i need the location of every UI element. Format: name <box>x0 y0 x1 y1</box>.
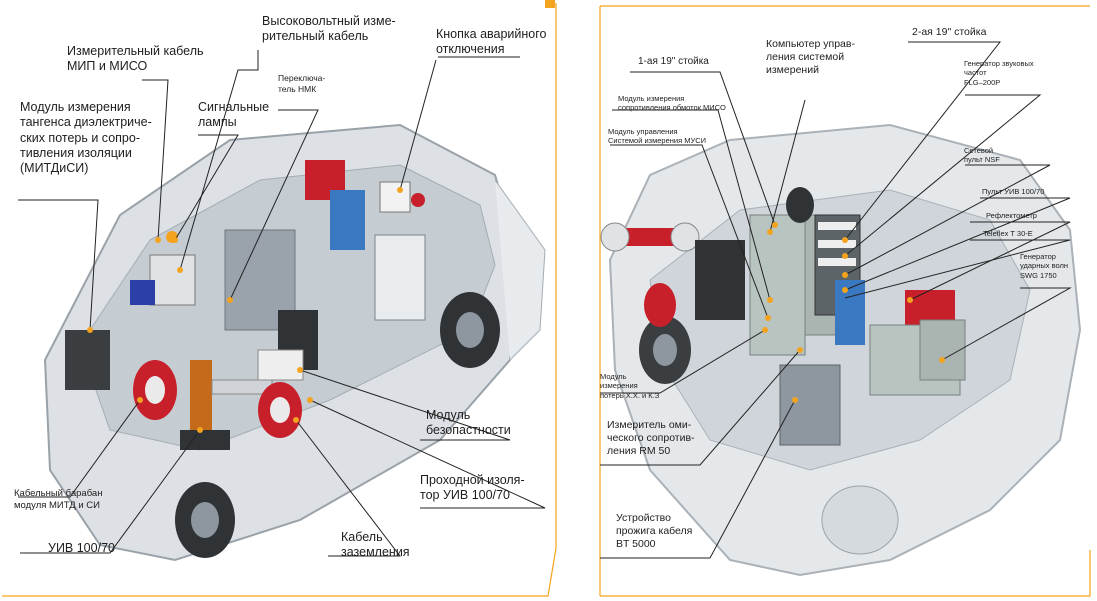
label-measurement-cable: Измерительный кабель МИП и МИСО <box>67 44 204 74</box>
left-console <box>374 234 426 321</box>
left-accent-corner <box>545 0 555 8</box>
label-sound-generator: Генератор звуковых частот FLG–200P <box>964 59 1034 87</box>
right-accent-frame <box>600 550 1091 597</box>
left-emergency-button <box>411 193 425 207</box>
label-cable-drum: Кабельный барабан модуля МИТД и СИ <box>14 488 103 511</box>
label-signal-lamps: Сигнальные лампы <box>198 100 270 130</box>
left-leader-lines <box>18 50 546 557</box>
label-miso-module: Модуль измерения сопротивления обмоток М… <box>618 94 726 113</box>
left-van-panel: Измерительный кабель МИП и МИСО Высоково… <box>2 0 557 597</box>
left-blue-unit <box>130 280 155 305</box>
right-swg <box>919 319 966 381</box>
right-van-illustration <box>599 5 1091 597</box>
left-lamps-box <box>149 254 196 306</box>
label-teleflex: Teleflex T 30-E <box>983 229 1033 238</box>
left-safety-module <box>257 349 304 381</box>
label-swg-generator: Генератор ударных волн SWG 1750 <box>1020 252 1069 280</box>
right-operator <box>835 280 865 345</box>
label-burn-device: Устройство прожига кабеля BT 5000 <box>616 512 693 551</box>
label-musi-module: Модуль управления Системой измерения МУС… <box>608 127 707 146</box>
left-uiv <box>190 360 212 450</box>
label-rm50: Измеритель оми- ческого сопротив- ления … <box>607 419 695 458</box>
right-cable-drum <box>786 187 814 223</box>
label-reflectometer: Рефлектометр <box>986 211 1037 220</box>
label-control-computer: Компьютер управ- ления системой измерени… <box>766 38 855 77</box>
label-mitdisi-module: Модуль измерения тангенса диэлектриче- с… <box>20 100 152 175</box>
label-nmk-switch: Переключа- тель НМК <box>278 73 326 94</box>
left-van-illustration <box>2 0 557 597</box>
right-seat <box>695 240 745 320</box>
label-network-panel: Сетевой пульт NSF <box>964 146 1000 165</box>
label-emergency-button: Кнопка аварийного отключения <box>436 27 547 57</box>
right-wheel-front <box>821 485 899 555</box>
label-pass-insulator: Проходной изоля- тор УИВ 100/70 <box>420 473 525 503</box>
label-ground-cable: Кабель заземления <box>341 530 410 560</box>
left-callout-dots <box>87 187 403 433</box>
right-drum <box>644 283 676 327</box>
right-burn-device <box>779 364 841 446</box>
left-bushing <box>211 379 273 395</box>
left-emergency-box <box>379 181 411 213</box>
right-leader-lines <box>600 41 1072 559</box>
label-loss-module: Модуль измерения потерь Х.Х. и К.З <box>600 372 660 400</box>
label-safety-module: Модуль безопастности <box>426 408 511 438</box>
right-callout-dots <box>762 222 945 403</box>
label-uiv: УИВ 100/70 <box>48 541 115 555</box>
left-operator <box>330 190 365 250</box>
right-rack-1 <box>749 214 806 356</box>
label-rack-2: 2-ая 19" стойка <box>912 26 987 38</box>
left-van-hood <box>494 179 546 361</box>
left-mitdisi-module <box>65 330 110 390</box>
label-hv-measurement-cable: Высоковольтный изме- рительный кабель <box>262 14 396 44</box>
label-rack-1: 1-ая 19" стойка <box>638 56 709 67</box>
label-uiv-panel: Пульт УИВ 100/70 <box>982 187 1045 196</box>
right-van-panel: 1-ая 19" стойка Компьютер управ- ления с… <box>590 0 1097 601</box>
